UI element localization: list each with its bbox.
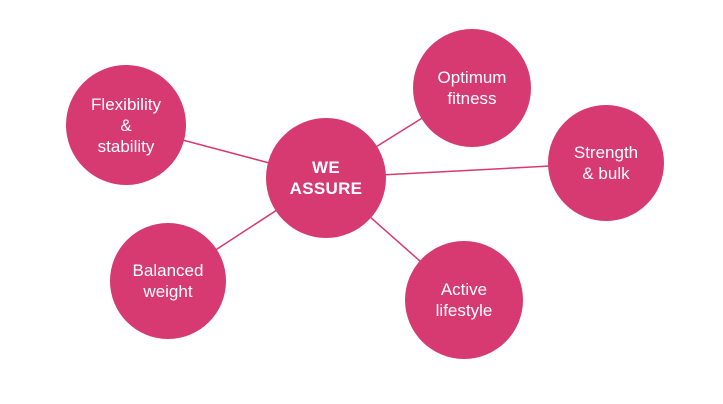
node-balanced-weight: Balanced weight [110, 223, 226, 339]
node-flexibility-stability: Flexibility & stability [66, 65, 186, 185]
node-label: Active lifestyle [435, 280, 493, 320]
node-strength-bulk: Strength & bulk [548, 105, 664, 221]
node-optimum-fitness: Optimum fitness [413, 29, 531, 147]
node-we-assure: WE ASSURE [266, 118, 386, 238]
node-label: Optimum fitness [437, 68, 507, 108]
center-label: WE ASSURE [289, 158, 363, 198]
node-active-lifestyle: Active lifestyle [405, 241, 523, 359]
node-label: Balanced weight [132, 261, 204, 301]
node-label: Flexibility & stability [91, 94, 161, 156]
node-label: Strength & bulk [573, 143, 639, 183]
